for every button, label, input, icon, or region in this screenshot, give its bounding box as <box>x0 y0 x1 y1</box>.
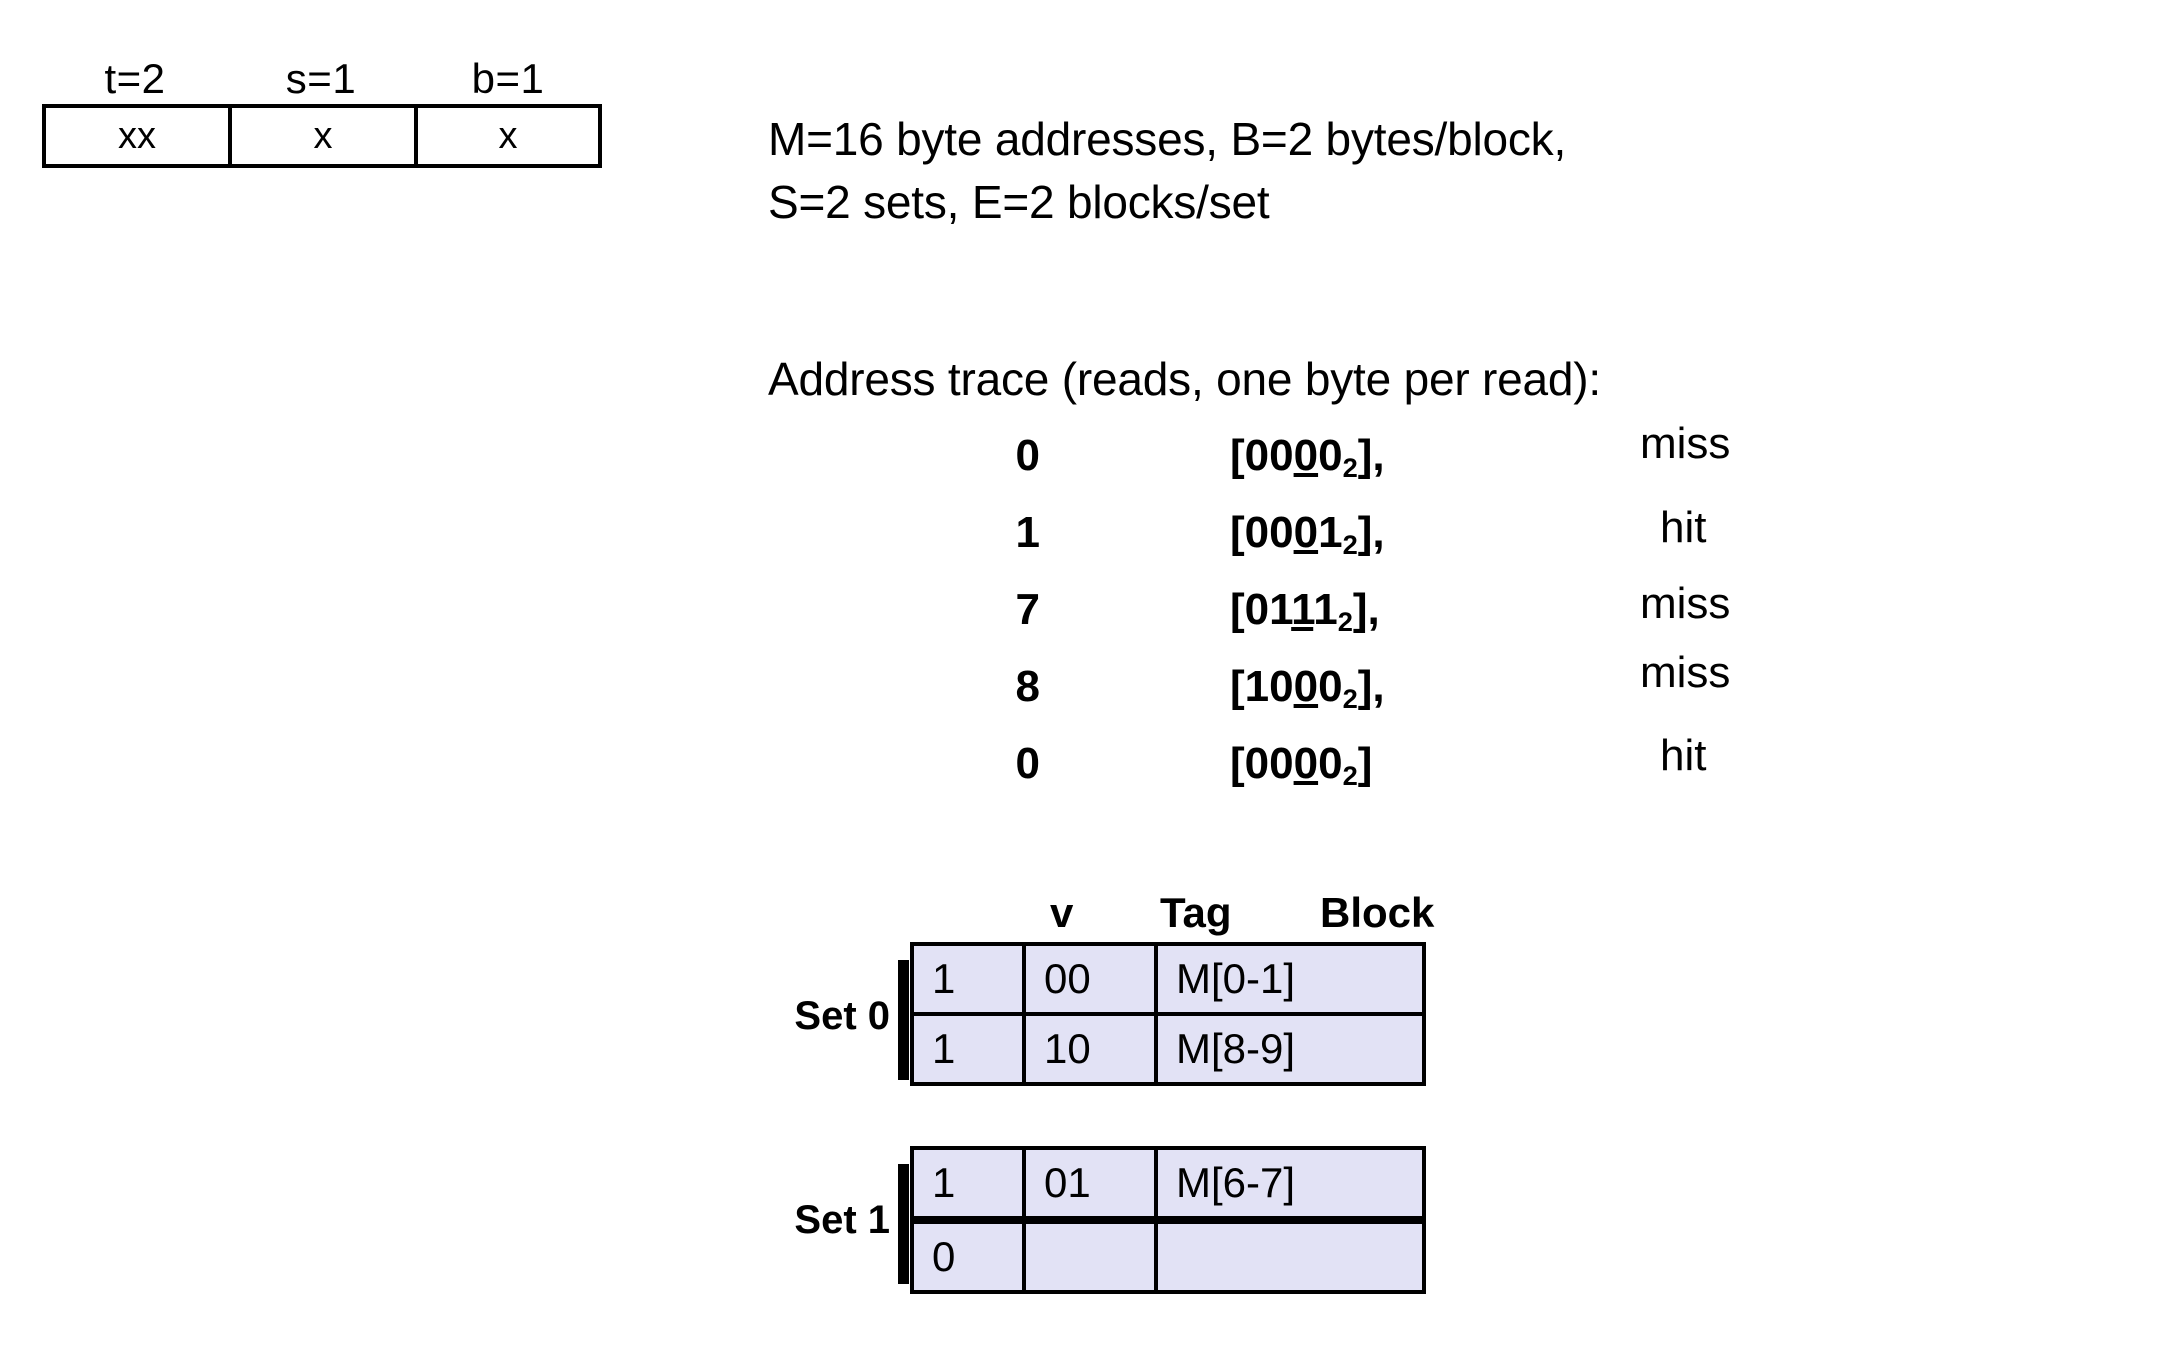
cache-column-headers: v Tag Block <box>910 888 1640 942</box>
trace-binary-address: [00002] <box>1230 739 1373 792</box>
address-trace-list: 0 [00002], miss 1 [00012], hit 7 [01112]… <box>930 419 1980 810</box>
valid-cell: 1 <box>910 1012 1026 1086</box>
trace-decimal-address: 1 <box>1015 508 1040 557</box>
set-1-left-bracket <box>898 1164 909 1284</box>
block-bits-cell: x <box>498 115 518 157</box>
block-cell: M[6-7] <box>1154 1146 1426 1224</box>
trace-decimal-address: 7 <box>1015 585 1040 634</box>
cache-contents-diagram: v Tag Block Set 0 1 00 M[0-1] 1 10 M[8-9… <box>770 888 1640 1294</box>
trace-binary-address: [00002], <box>1230 431 1385 484</box>
set-bits-cell: x <box>232 108 418 164</box>
set-0-label: Set 0 <box>794 994 890 1038</box>
trace-binary-address: [00012], <box>1230 508 1385 561</box>
cache-parameters-text: M=16 byte addresses, B=2 bytes/block, S=… <box>768 108 1566 234</box>
trace-binary-address: [10002], <box>1230 662 1385 715</box>
address-format-diagram: t=2 s=1 b=1 xx x x <box>42 56 602 168</box>
trace-row: 8 [10002], miss <box>930 648 1980 733</box>
trace-decimal-address: 8 <box>1015 662 1040 711</box>
block-cell: M[0-1] <box>1154 942 1426 1016</box>
block-width-label: b=1 <box>471 55 545 102</box>
set-1-label: Set 1 <box>794 1198 890 1242</box>
cache-line-row: 1 00 M[0-1] <box>910 942 1426 1016</box>
trace-row: 0 [00002] hit <box>930 731 1980 810</box>
set-1-table: 1 01 M[6-7] 0 <box>910 1146 1426 1294</box>
trace-row: 7 [01112], miss <box>930 579 1980 656</box>
tag-cell: 01 <box>1022 1146 1158 1224</box>
column-header-valid: v <box>1050 889 1074 936</box>
valid-cell: 1 <box>910 1146 1026 1224</box>
valid-cell: 1 <box>910 942 1026 1016</box>
tag-cell <box>1022 1218 1158 1294</box>
trace-row: 0 [00002], miss <box>930 419 1980 502</box>
parameters-line-1: M=16 byte addresses, B=2 bytes/block, <box>768 113 1567 165</box>
tag-width-label: t=2 <box>104 55 166 102</box>
set-width-label: s=1 <box>285 55 357 102</box>
trace-decimal-address: 0 <box>1015 431 1040 480</box>
cache-line-row: 1 10 M[8-9] <box>910 1012 1426 1086</box>
trace-row: 1 [00012], hit <box>930 502 1980 579</box>
trace-binary-address: [01112], <box>1230 585 1380 638</box>
valid-cell: 0 <box>910 1218 1026 1294</box>
address-format-labels: t=2 s=1 b=1 <box>42 56 602 104</box>
parameters-line-2: S=2 sets, E=2 blocks/set <box>768 176 1270 228</box>
address-trace-heading: Address trace (reads, one byte per read)… <box>768 353 1602 405</box>
tag-cell: 00 <box>1022 942 1158 1016</box>
column-header-tag: Tag <box>1160 889 1232 936</box>
set-0-table: 1 00 M[0-1] 1 10 M[8-9] <box>910 942 1426 1086</box>
block-cell <box>1154 1218 1426 1294</box>
block-cell: M[8-9] <box>1154 1012 1426 1086</box>
cache-set-1: Set 1 1 01 M[6-7] 0 <box>770 1146 1640 1294</box>
trace-result: hit <box>1660 503 1707 552</box>
set-0-left-bracket <box>898 960 909 1080</box>
tag-cell: 10 <box>1022 1012 1158 1086</box>
trace-result: miss <box>1640 419 1731 468</box>
tag-bits-cell: xx <box>46 108 232 164</box>
trace-result: hit <box>1660 731 1707 780</box>
cache-set-0: Set 0 1 00 M[0-1] 1 10 M[8-9] <box>770 942 1640 1090</box>
column-header-block: Block <box>1320 889 1435 936</box>
cache-line-row: 1 01 M[6-7] <box>910 1146 1426 1224</box>
cache-line-row: 0 <box>910 1218 1426 1294</box>
trace-decimal-address: 0 <box>1015 739 1040 788</box>
trace-result: miss <box>1640 579 1731 628</box>
address-format-boxes: xx x x <box>42 104 602 168</box>
trace-result: miss <box>1640 648 1731 697</box>
